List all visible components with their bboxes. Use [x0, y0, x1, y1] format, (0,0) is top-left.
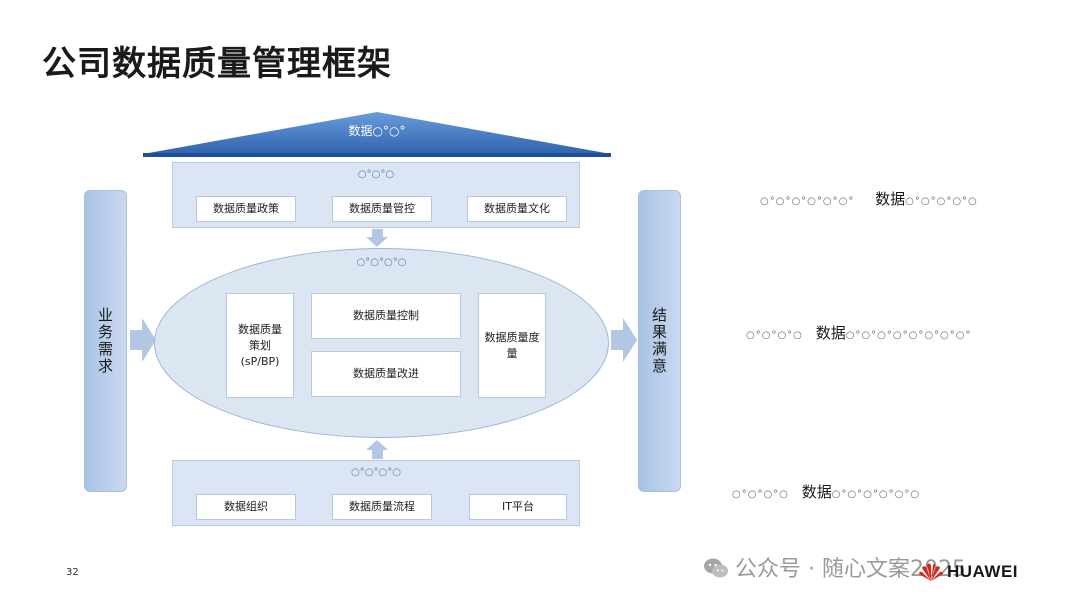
item-3-text: 数据: [801, 483, 832, 501]
huawei-logo-text: HUAWEI: [947, 562, 1018, 581]
quality-planning-box: 数据质量 策划 (sP/BP): [226, 293, 294, 398]
page-number: 32: [66, 567, 79, 578]
left-arrow-head: [142, 318, 156, 362]
item-2-suffix: ○°○°○°○°○°○°○°○°: [845, 330, 972, 341]
roof-triangle: [143, 112, 611, 157]
item-3-prefix: ○°○°○°○: [732, 489, 789, 500]
top-band-label: ○°○°○: [357, 169, 395, 180]
item-3-suffix: ○°○°○°○°○°○: [831, 489, 921, 500]
bottom-band-label: ○°○°○°○: [351, 467, 401, 478]
control-management-box: 数据质量管控: [332, 196, 432, 222]
item-number-3: 3: [697, 478, 727, 504]
item-2: ○°○°○°○ 数据○°○°○°○°○°○°○°○°: [746, 322, 972, 343]
quality-measurement-label: 数据质量度 量: [484, 330, 540, 360]
roof-label: 数据○°○°: [348, 124, 406, 138]
right-arrow-head: [623, 318, 637, 362]
item-3: ○°○°○°○ 数据○°○°○°○°○°○: [732, 481, 920, 502]
result-satisfied-label: 结果满意: [650, 307, 668, 375]
data-organization-box: 数据组织: [196, 494, 296, 520]
left-arrow-stem: [130, 330, 142, 350]
core-ellipse-label: ○°○°○°○: [356, 257, 407, 268]
item-1-prefix: ○°○°○°○°○°○°: [760, 196, 855, 207]
top-band: ○°○°○ 数据质量政策 数据质量管控 数据质量文化: [172, 162, 580, 228]
quality-process-box: 数据质量流程: [332, 494, 432, 520]
quality-improvement-box: 数据质量改进: [311, 351, 461, 397]
bottom-band: ○°○°○°○ 数据组织 数据质量流程 IT平台: [172, 460, 580, 526]
down-arrow-stem: [372, 229, 383, 238]
down-arrow-head: [366, 237, 388, 247]
it-platform-box: IT平台: [469, 494, 567, 520]
item-1: ○°○°○°○°○°○° 数据○°○°○°○°○: [760, 188, 978, 209]
wechat-icon: [704, 558, 728, 578]
quality-planning-label: 数据质量 策划 (sP/BP): [238, 322, 282, 368]
huawei-petal-icon: [919, 563, 943, 581]
item-number-2: 2: [710, 318, 740, 344]
huawei-logo: HUAWEI: [918, 562, 1018, 582]
business-needs-bar: 业务需求: [84, 190, 127, 492]
policy-box: 数据质量政策: [196, 196, 296, 222]
right-arrow-stem: [611, 330, 623, 350]
page-title: 公司数据质量管理框架: [42, 44, 392, 84]
up-arrow-head: [366, 440, 388, 450]
item-2-text: 数据: [815, 324, 846, 342]
item-2-prefix: ○°○°○°○: [746, 330, 803, 341]
business-needs-label: 业务需求: [96, 307, 114, 375]
quality-measurement-box: 数据质量度 量: [478, 293, 546, 398]
result-satisfied-bar: 结果满意: [638, 190, 681, 492]
quality-control-box: 数据质量控制: [311, 293, 461, 339]
item-1-suffix: ○°○°○°○°○: [905, 196, 978, 207]
item-number-1: 1: [723, 184, 753, 210]
item-1-text: 数据: [875, 190, 906, 208]
up-arrow-stem: [372, 450, 383, 459]
culture-box: 数据质量文化: [467, 196, 567, 222]
